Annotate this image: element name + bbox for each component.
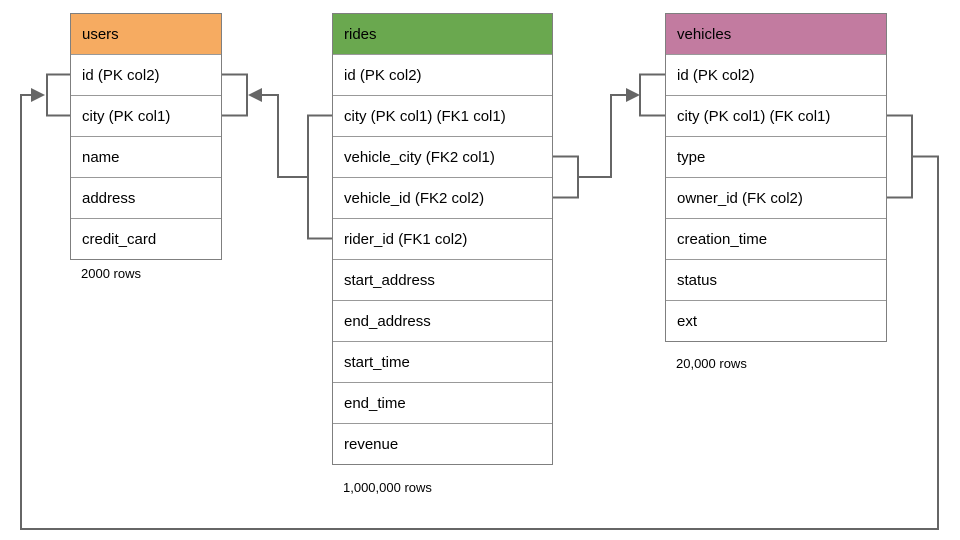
table-column-row: owner_id (FK col2) [666, 177, 886, 218]
rides-right-bracket [553, 155, 579, 199]
table-column-row: city (PK col1) (FK1 col1) [333, 95, 552, 136]
table-column-row: vehicle_id (FK2 col2) [333, 177, 552, 218]
table-column-row: name [71, 136, 221, 177]
vehicles-right-bracket [887, 114, 913, 199]
table-column-row: creation_time [666, 218, 886, 259]
table-column-row: id (PK col2) [71, 54, 221, 95]
table-column-row: city (PK col1) (FK col1) [666, 95, 886, 136]
arrowhead-into-vehicles-left-icon [626, 88, 640, 102]
table-column-row: id (PK col2) [666, 54, 886, 95]
table-column-row: vehicle_city (FK2 col1) [333, 136, 552, 177]
arrowhead-into-users-left-icon [31, 88, 45, 102]
table-column-row: revenue [333, 423, 552, 464]
rides-to-users-line [261, 94, 308, 178]
rides-to-vehicles-line [578, 94, 627, 178]
table-column-row: id (PK col2) [333, 54, 552, 95]
users-row-count: 2000 rows [81, 266, 141, 281]
table-column-row: city (PK col1) [71, 95, 221, 136]
table-column-row: type [666, 136, 886, 177]
table-users-header: users [71, 14, 221, 54]
vehicles-left-bracket [639, 73, 665, 117]
table-column-row: ext [666, 300, 886, 341]
arrowhead-into-users-right-icon [248, 88, 262, 102]
table-vehicles-columns: id (PK col2)city (PK col1) (FK col1)type… [666, 54, 886, 341]
table-rides-header: rides [333, 14, 552, 54]
rides-left-bracket [307, 114, 332, 240]
table-rides: rides id (PK col2)city (PK col1) (FK1 co… [332, 13, 553, 465]
table-column-row: start_time [333, 341, 552, 382]
table-column-row: credit_card [71, 218, 221, 259]
rides-row-count: 1,000,000 rows [343, 480, 432, 495]
table-vehicles-header: vehicles [666, 14, 886, 54]
table-column-row: rider_id (FK1 col2) [333, 218, 552, 259]
table-column-row: end_time [333, 382, 552, 423]
vehicles-row-count: 20,000 rows [676, 356, 747, 371]
table-column-row: end_address [333, 300, 552, 341]
table-column-row: address [71, 177, 221, 218]
users-left-bracket [46, 73, 70, 117]
table-rides-columns: id (PK col2)city (PK col1) (FK1 col1)veh… [333, 54, 552, 464]
table-vehicles: vehicles id (PK col2)city (PK col1) (FK … [665, 13, 887, 342]
table-column-row: status [666, 259, 886, 300]
users-right-bracket [222, 73, 248, 117]
table-column-row: start_address [333, 259, 552, 300]
